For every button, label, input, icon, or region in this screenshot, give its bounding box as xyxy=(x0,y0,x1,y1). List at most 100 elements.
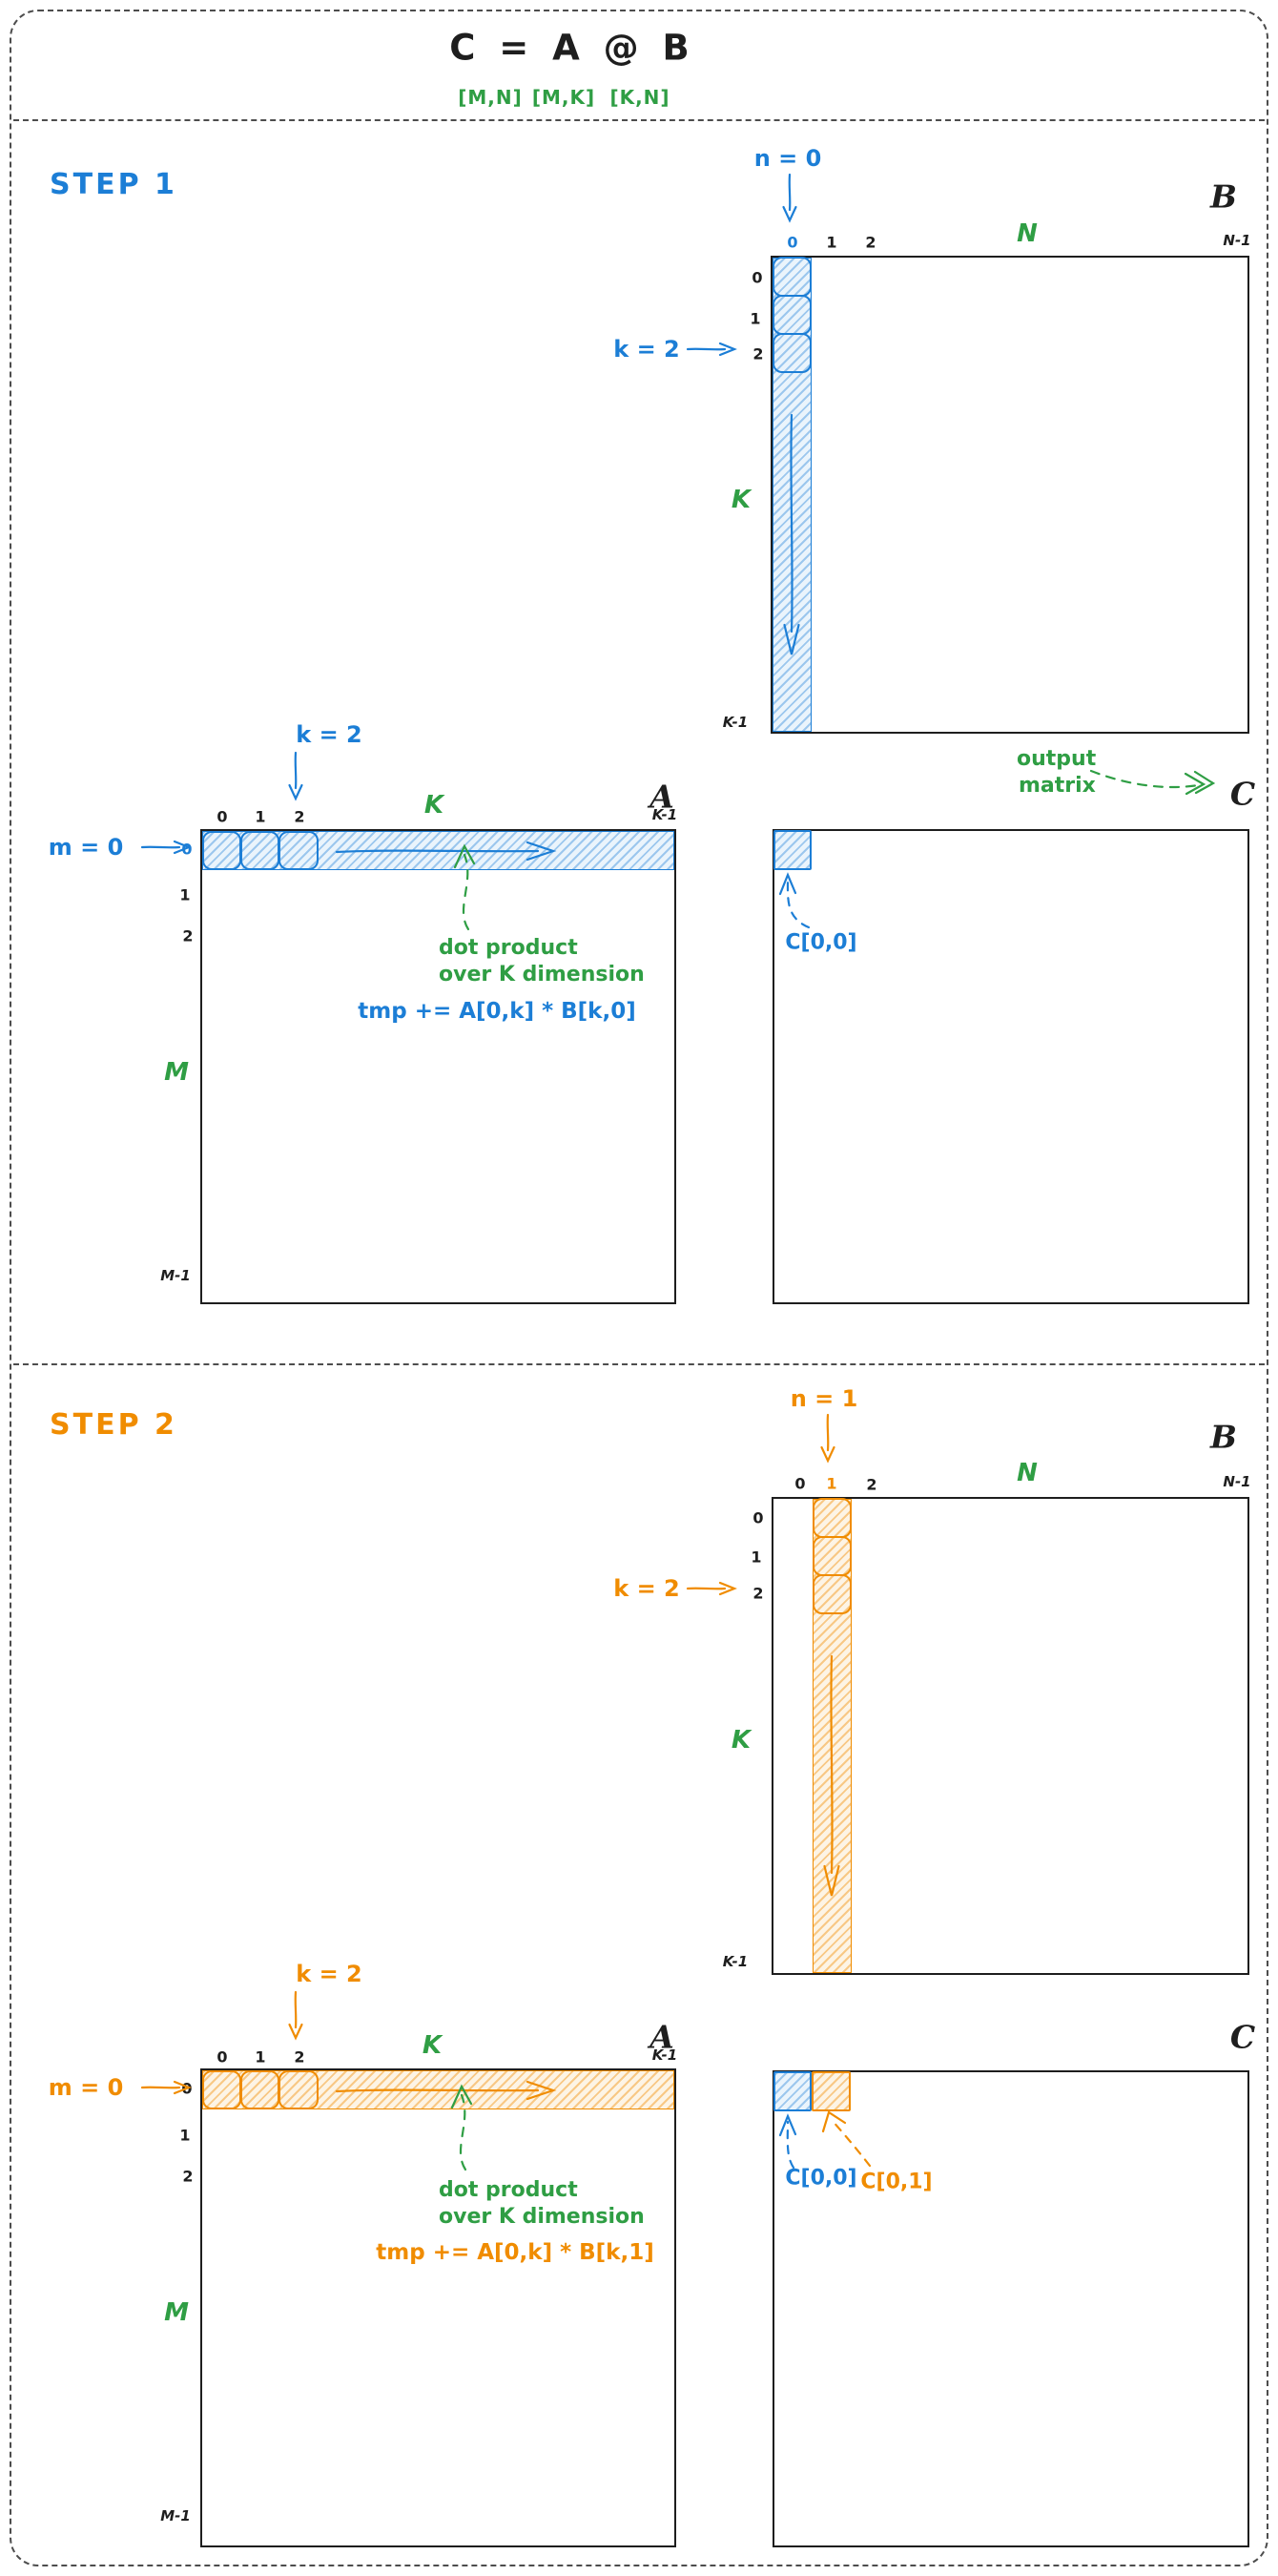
s2-a-dim-k: K xyxy=(422,2031,443,2060)
s1-a-row-scan-arrow-icon xyxy=(335,841,557,862)
s2-b-k-right-arrow-icon xyxy=(686,1581,737,1596)
s1-a-k-down-arrow-icon xyxy=(288,751,303,801)
s2-b-cell-0 xyxy=(813,1498,852,1538)
equation-title: C = A @ B xyxy=(449,27,695,69)
s2-b-iter-label: n = 1 xyxy=(790,1385,858,1412)
s2-formula: tmp += A[0,k] * B[k,1] xyxy=(376,2240,654,2265)
s2-b-k-pointer-label: k = 2 xyxy=(613,1575,680,1602)
s2-dot-product-arrow-icon xyxy=(450,2084,473,2171)
s2-a-col-1: 1 xyxy=(255,2047,266,2067)
s2-matrix-a xyxy=(200,2068,676,2547)
s2-a-row-last: M-1 xyxy=(160,2507,191,2524)
step-separator xyxy=(13,1363,1265,1365)
s1-dot-product-arrow-icon xyxy=(453,843,476,931)
s1-b-col-1: 1 xyxy=(826,233,837,252)
s1-b-dim-n: N xyxy=(1017,219,1038,248)
s2-matrix-c-title: C xyxy=(1229,2018,1256,2056)
shape-label-c: [M,N] xyxy=(458,86,523,109)
s2-b-row-0: 0 xyxy=(752,1508,764,1527)
s1-matrix-b-title: B xyxy=(1210,177,1237,216)
s2-b-row-last: K-1 xyxy=(722,1953,749,1970)
s2-a-row-1: 1 xyxy=(179,2126,191,2145)
s2-a-m-right-arrow-icon xyxy=(140,2080,192,2095)
s1-matrix-a-title: A xyxy=(649,778,674,816)
s1-b-cell-1 xyxy=(773,295,812,335)
s2-a-col-last: K-1 xyxy=(651,2046,678,2064)
s2-b-col-1: 1 xyxy=(826,1474,837,1493)
s1-b-col-0: 0 xyxy=(787,233,798,252)
s1-b-iter-label: n = 0 xyxy=(753,145,822,172)
s2-a-k-pointer-label: k = 2 xyxy=(296,1961,362,1987)
s2-b-row-2: 2 xyxy=(752,1584,764,1603)
s2-dot-note-line2: over K dimension xyxy=(439,2205,645,2229)
shape-label-b: [K,N] xyxy=(609,86,670,109)
s1-b-row-1: 1 xyxy=(750,309,761,328)
s2-b-row-1: 1 xyxy=(751,1548,762,1567)
s2-a-dim-m: M xyxy=(164,2298,189,2327)
s1-b-dim-k: K xyxy=(731,486,752,514)
s2-c-cell-00 xyxy=(773,2071,812,2111)
s1-b-row-2: 2 xyxy=(752,344,764,364)
s1-b-col-2: 2 xyxy=(865,233,876,252)
s1-b-column-scan-arrow-icon xyxy=(783,413,800,655)
s2-dot-note-line1: dot product xyxy=(439,2178,578,2202)
s1-matrix-a xyxy=(200,829,676,1304)
s1-b-k-right-arrow-icon xyxy=(686,342,737,357)
outer-dashed-border xyxy=(10,10,1268,2566)
s2-b-dim-k: K xyxy=(731,1726,752,1755)
s1-a-cell-2 xyxy=(278,831,319,870)
s2-c00-label: C[0,0] xyxy=(785,2166,857,2191)
s1-c00-label: C[0,0] xyxy=(785,930,857,955)
s2-b-col-2: 2 xyxy=(866,1475,877,1494)
s2-c01-label: C[0,1] xyxy=(860,2170,933,2194)
s1-a-row-0: 0 xyxy=(181,840,193,859)
s2-matrix-b-title: B xyxy=(1210,1418,1237,1456)
s1-b-k-pointer-label: k = 2 xyxy=(613,336,680,363)
s1-dot-note-line1: dot product xyxy=(439,936,578,960)
s1-a-row-1: 1 xyxy=(179,885,191,904)
s1-b-col-last: N-1 xyxy=(1223,232,1251,249)
s1-n-down-arrow-icon xyxy=(782,173,797,223)
s2-n-down-arrow-icon xyxy=(820,1413,835,1464)
s1-a-dim-m: M xyxy=(164,1058,189,1087)
s1-a-col-0: 0 xyxy=(216,807,228,826)
s1-c-cell-00 xyxy=(773,830,812,870)
s1-matrix-c-title: C xyxy=(1229,775,1256,813)
s1-a-cell-1 xyxy=(240,831,279,870)
s2-c01-pointer-arrow-icon xyxy=(821,2110,872,2168)
s1-a-m-pointer-label: m = 0 xyxy=(48,834,124,861)
s1-b-row-0: 0 xyxy=(752,268,763,287)
s1-a-row-last: M-1 xyxy=(160,1267,191,1284)
s2-a-cell-0 xyxy=(202,2070,241,2109)
s2-b-cell-2 xyxy=(813,1574,852,1614)
s2-b-cell-1 xyxy=(813,1536,852,1576)
header-separator xyxy=(13,119,1265,121)
s2-b-col-0: 0 xyxy=(794,1474,806,1493)
s1-c00-pointer-arrow-icon xyxy=(778,872,811,929)
s2-a-k-down-arrow-icon xyxy=(288,1990,303,2041)
s2-a-row-2: 2 xyxy=(182,2167,194,2186)
s1-a-dim-k: K xyxy=(423,791,444,820)
s2-a-col-0: 0 xyxy=(216,2047,228,2067)
s1-dot-note-line2: over K dimension xyxy=(439,963,645,987)
s1-a-k-pointer-label: k = 2 xyxy=(296,721,362,748)
s1-a-row-2: 2 xyxy=(182,926,194,945)
s2-a-cell-1 xyxy=(240,2070,279,2109)
s1-a-col-2: 2 xyxy=(294,807,305,826)
s1-a-cell-0 xyxy=(202,831,241,870)
s1-formula: tmp += A[0,k] * B[k,0] xyxy=(358,999,636,1024)
s1-output-note-line1: output xyxy=(1017,747,1097,771)
step-2-label: STEP 2 xyxy=(50,1408,177,1442)
s1-a-m-right-arrow-icon xyxy=(140,840,192,855)
s1-output-note-line2: matrix xyxy=(1019,774,1096,798)
s2-a-m-pointer-label: m = 0 xyxy=(48,2074,124,2101)
s2-matrix-a-title: A xyxy=(649,2018,674,2056)
s2-c00-pointer-arrow-icon xyxy=(778,2113,797,2170)
s1-matrix-c xyxy=(773,829,1249,1304)
s2-matrix-b xyxy=(772,1497,1249,1975)
s2-b-column-scan-arrow-icon xyxy=(823,1654,840,1897)
s2-a-cell-2 xyxy=(278,2070,319,2109)
s2-a-col-2: 2 xyxy=(294,2047,305,2067)
s2-b-col-last: N-1 xyxy=(1223,1473,1251,1490)
